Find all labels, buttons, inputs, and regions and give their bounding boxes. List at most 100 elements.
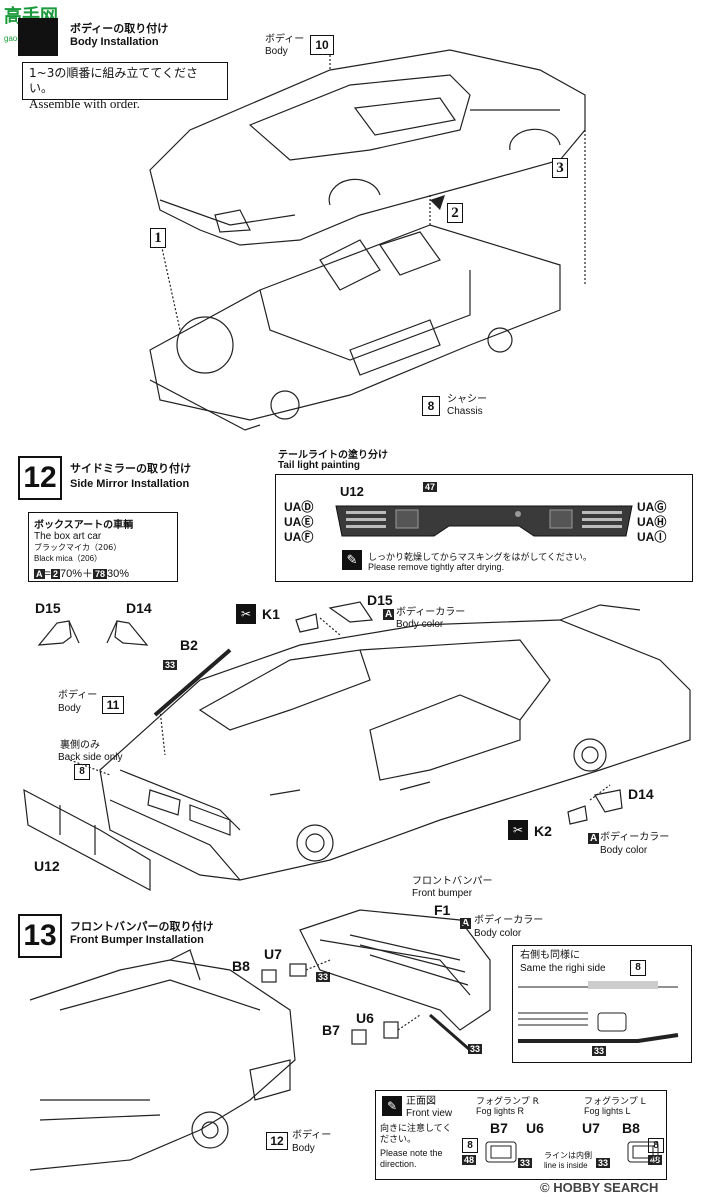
color-a-f1: A bbox=[460, 918, 472, 929]
formula-n1: 2 bbox=[50, 569, 60, 579]
color-a-d15: A bbox=[383, 609, 395, 620]
tail-part-label: U12 bbox=[340, 484, 364, 499]
part-k1: K1 bbox=[262, 606, 280, 622]
inset-jp: 右側も同様に bbox=[520, 950, 580, 961]
body12-label-en: Body bbox=[292, 1143, 315, 1154]
fv-n48-left: 48 bbox=[462, 1155, 477, 1165]
body11-label-jp: ボディー bbox=[58, 690, 98, 701]
boxart-title-jp: ボックスアートの車輌 bbox=[34, 520, 134, 531]
body-label-jp: ボディー bbox=[265, 34, 305, 45]
part-f1: F1 bbox=[434, 902, 451, 918]
step-body-number-box bbox=[18, 18, 58, 56]
step13-title-jp: フロントバンパーの取り付け bbox=[70, 920, 214, 933]
fv-part-b8: B8 bbox=[622, 1120, 640, 1136]
part-u6: U6 bbox=[356, 1010, 374, 1026]
tail-note-en: Please remove tightly after drying. bbox=[368, 562, 505, 572]
formula-eq: = bbox=[44, 568, 51, 580]
part-d14: D14 bbox=[628, 786, 654, 802]
part-d15-loose: D15 bbox=[35, 600, 61, 616]
footer-copyright: © HOBBY SEARCH bbox=[540, 1180, 659, 1195]
line-inside-en: line is inside bbox=[544, 1161, 588, 1170]
tail-color-number: 47 bbox=[423, 482, 438, 492]
masking-icon: ✎ bbox=[342, 550, 362, 570]
line-inside-jp: ラインは内側 bbox=[544, 1151, 592, 1160]
step12-number: 12 bbox=[18, 456, 62, 500]
tail-note-jp: しっかり乾燥してからマスキングをはがしてください。 bbox=[368, 553, 592, 563]
tail-label-g: UAⒼ bbox=[637, 500, 667, 514]
formula-n2: 78 bbox=[92, 569, 107, 579]
step12-title-en: Side Mirror Installation bbox=[70, 478, 190, 490]
fog-r-jp: フォグランプ R bbox=[476, 1097, 539, 1107]
body-color-jp-d14: ボディーカラー bbox=[600, 832, 670, 843]
fog-l-jp: フォグランプ L bbox=[584, 1097, 646, 1107]
tail-title-en: Tail light painting bbox=[278, 460, 361, 471]
side-mirror-car-drawing bbox=[23, 601, 691, 891]
step13-number: 13 bbox=[18, 914, 62, 958]
cut-icon-k2: ✂ bbox=[508, 820, 528, 840]
body12-label-jp: ボディー bbox=[292, 1130, 332, 1141]
f1-body-color-jp: ボディーカラー bbox=[474, 915, 544, 926]
formula-a: A bbox=[34, 569, 45, 579]
inset-en: Same the righi side bbox=[520, 963, 606, 974]
fv-n8-left: 8 bbox=[462, 1138, 478, 1153]
front-view-icon: ✎ bbox=[382, 1096, 402, 1116]
tail-light-bar-drawing bbox=[335, 505, 633, 537]
front-view-note-jp: 向きに注意してください。 bbox=[380, 1124, 452, 1145]
part-d14-loose: D14 bbox=[126, 600, 152, 616]
bumper-label-jp: フロントバンパー bbox=[412, 876, 493, 887]
front-view-box bbox=[375, 1090, 667, 1180]
step12-title-jp: サイドミラーの取り付け bbox=[70, 462, 191, 475]
inset-bumper-drawing bbox=[518, 981, 679, 1043]
mirror-parts-drawing bbox=[37, 620, 149, 646]
bumper-label-en: Front bumper bbox=[412, 888, 473, 899]
part-u7: U7 bbox=[264, 946, 282, 962]
tail-label-i: UAⒾ bbox=[637, 530, 667, 544]
body-shell-drawing bbox=[149, 49, 586, 431]
back-only-jp: 裏側のみ bbox=[60, 740, 100, 751]
color-a-d14: A bbox=[588, 833, 600, 844]
fog-l-en: Fog lights L bbox=[584, 1106, 631, 1116]
f1-body-color-en: Body color bbox=[474, 928, 522, 939]
body11-part-number: 11 bbox=[102, 696, 124, 714]
tail-label-f: UAⒻ bbox=[284, 530, 314, 544]
formula-p2: 30% bbox=[107, 568, 130, 580]
inset-color-33: 33 bbox=[592, 1046, 607, 1056]
boxart-paint-en: Black mica（206） bbox=[34, 554, 103, 563]
front-view-jp: 正面図 bbox=[406, 1096, 436, 1107]
fv-n33-left: 33 bbox=[518, 1158, 533, 1168]
part-b8: B8 bbox=[232, 958, 250, 974]
part-k2: K2 bbox=[534, 823, 552, 839]
fv-part-u7: U7 bbox=[582, 1120, 600, 1136]
chassis-part-number: 8 bbox=[422, 396, 440, 416]
chassis-label-en: Chassis bbox=[447, 406, 483, 417]
body-color-jp-d15: ボディーカラー bbox=[396, 607, 466, 618]
fv-n33-right: 33 bbox=[596, 1158, 611, 1168]
part-b7: B7 bbox=[322, 1022, 340, 1038]
fv-part-u6: U6 bbox=[526, 1120, 544, 1136]
body-part-number: 10 bbox=[310, 35, 334, 55]
fog-lights-drawing bbox=[485, 1141, 659, 1163]
order-note-en: Assemble with order. bbox=[29, 96, 140, 111]
part-d15: D15 bbox=[367, 592, 393, 608]
part-b2: B2 bbox=[180, 637, 198, 653]
tail-label-d: UAⒹ bbox=[284, 500, 314, 514]
order-marker-2: 2 bbox=[447, 203, 463, 223]
boxart-title-en: The box art car bbox=[34, 531, 102, 542]
tail-light-panel bbox=[275, 474, 693, 582]
cut-icon-k1: ✂ bbox=[236, 604, 256, 624]
body-color-en-d14: Body color bbox=[600, 845, 648, 856]
fog-r-en: Fog lights R bbox=[476, 1106, 525, 1116]
tail-label-e: UAⒺ bbox=[284, 515, 314, 529]
front-view-note-en: Please note the direction. bbox=[380, 1148, 443, 1169]
boxart-paint-box: ボックスアートの車輌 The box art car ブラックマイカ（206） … bbox=[28, 512, 178, 582]
body11-label-en: Body bbox=[58, 703, 81, 714]
front-view-en: Front view bbox=[406, 1108, 453, 1119]
boxart-paint-jp: ブラックマイカ（206） bbox=[34, 543, 122, 552]
part-u12: U12 bbox=[34, 858, 60, 874]
bumper-color-33-right: 33 bbox=[468, 1044, 483, 1054]
step-body-title-en: Body Installation bbox=[70, 36, 159, 48]
fv-n48-right: 48 bbox=[648, 1155, 663, 1165]
order-note-jp: 1~3の順番に組み立ててください。 bbox=[29, 66, 198, 95]
order-marker-3: 3 bbox=[552, 158, 568, 178]
